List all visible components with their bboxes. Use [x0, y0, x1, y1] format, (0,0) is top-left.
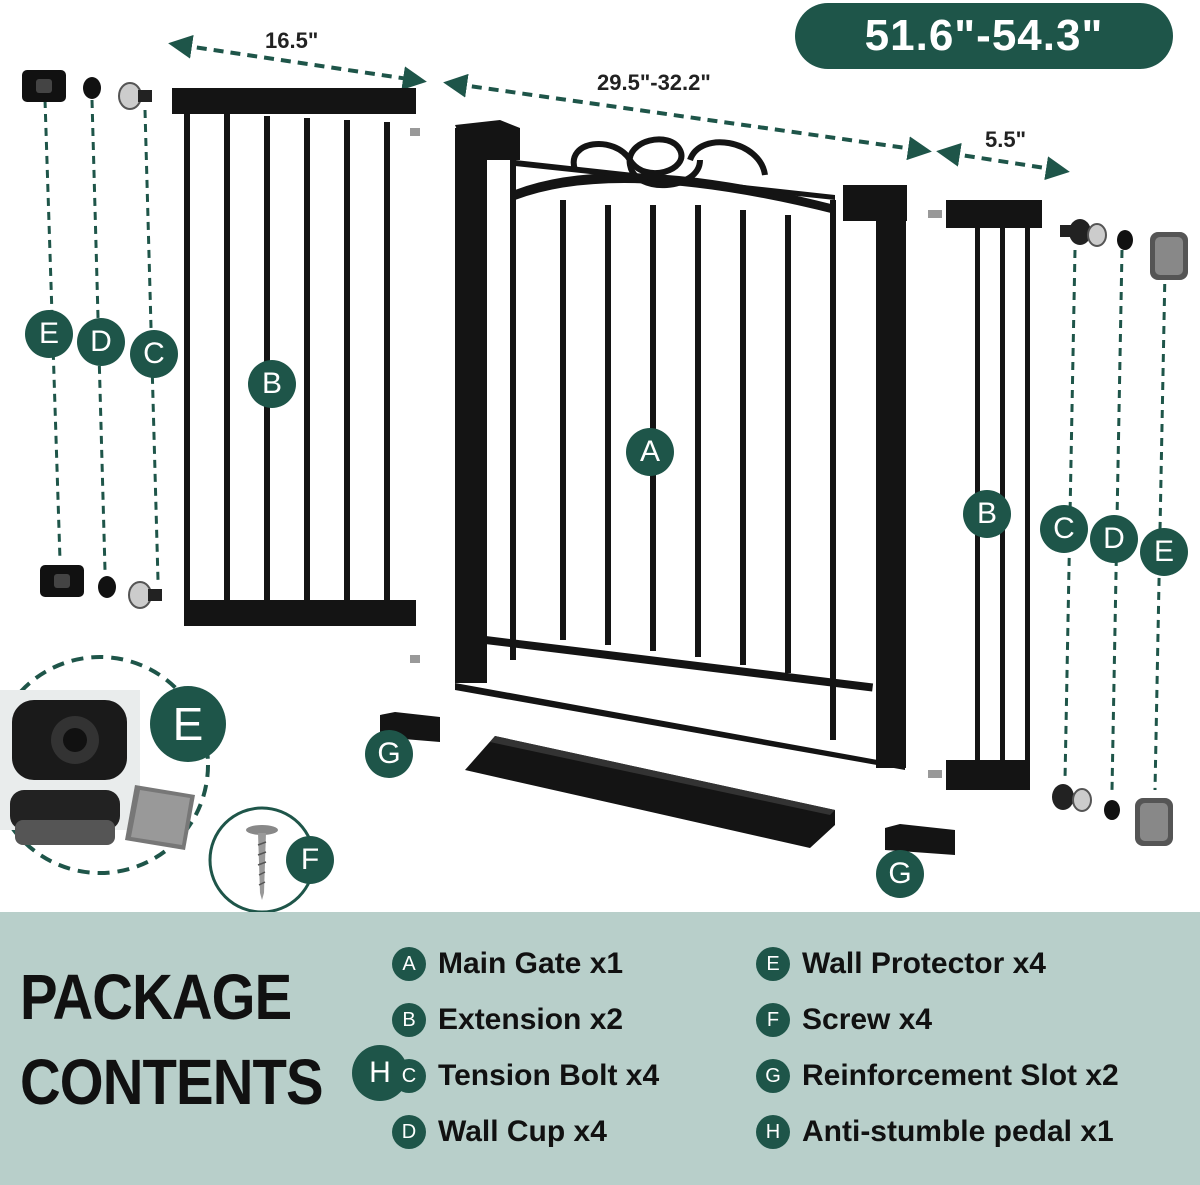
label-e-left: E [25, 310, 73, 358]
legend-text: Extension x2 [438, 1003, 624, 1036]
legend-badge: H [756, 1115, 790, 1149]
legend-text: Tension Bolt x4 [438, 1059, 660, 1092]
legend-badge: B [392, 1003, 426, 1037]
left-extension-panel [172, 88, 420, 663]
label-d-right: D [1090, 515, 1138, 563]
legend-item-d: D Wall Cup x4 [392, 1112, 607, 1152]
legend-item-c: C Tension Bolt x4 [392, 1056, 659, 1096]
label-g-right: G [876, 850, 924, 898]
label-c-left: C [130, 330, 178, 378]
legend-text: Anti-stumble pedal x1 [802, 1115, 1114, 1148]
legend-badge: E [756, 947, 790, 981]
label-e-right: E [1140, 528, 1188, 576]
legend-item-h: H Anti-stumble pedal x1 [756, 1112, 1114, 1152]
legend-text: Wall Cup x4 [438, 1115, 607, 1148]
legend-item-e: E Wall Protector x4 [756, 944, 1046, 984]
legend-badge: D [392, 1115, 426, 1149]
legend-item-b: B Extension x2 [392, 1000, 623, 1040]
package-title-line1: PACKAGE [20, 961, 292, 1033]
diagram-drawing [0, 34, 1188, 914]
right-extension-dimension: 5.5" [985, 127, 1027, 152]
label-b-right: B [963, 490, 1011, 538]
exploded-diagram: 51.6"-54.3" 16.5" 29.5"-32.2" 5.5" E D C… [0, 3, 1188, 914]
package-contents-panel [0, 912, 1200, 1185]
label-c-right: C [1040, 505, 1088, 553]
label-f: F [286, 836, 334, 884]
legend-badge: G [756, 1059, 790, 1093]
legend-item-f: F Screw x4 [756, 1000, 932, 1040]
legend-text: Main Gate x1 [438, 947, 624, 980]
right-hardware [1052, 219, 1188, 846]
label-g-left: G [365, 730, 413, 778]
legend-badge: A [392, 947, 426, 981]
dimension-lines [168, 34, 1070, 181]
zoom-detail [0, 655, 210, 875]
legend-text: Screw x4 [802, 1003, 933, 1036]
anti-stumble-pedal [465, 736, 835, 848]
main-gate [455, 120, 907, 770]
legend-text: Reinforcement Slot x2 [802, 1059, 1119, 1092]
legend-item-a: A Main Gate x1 [392, 944, 623, 984]
package-title-line2: CONTENTS [20, 1046, 324, 1118]
label-a: A [626, 428, 674, 476]
left-hardware [22, 70, 162, 609]
legend-item-g: G Reinforcement Slot x2 [756, 1056, 1119, 1096]
label-d-left: D [77, 318, 125, 366]
main-gate-dimension: 29.5"-32.2" [597, 70, 711, 95]
label-e-zoom: E [150, 686, 226, 762]
total-width-badge: 51.6"-54.3" [795, 3, 1173, 69]
label-b-left: B [248, 360, 296, 408]
left-extension-dimension: 16.5" [265, 28, 319, 53]
legend-badge: C [392, 1059, 426, 1093]
legend-badge: F [756, 1003, 790, 1037]
legend-text: Wall Protector x4 [802, 947, 1046, 980]
